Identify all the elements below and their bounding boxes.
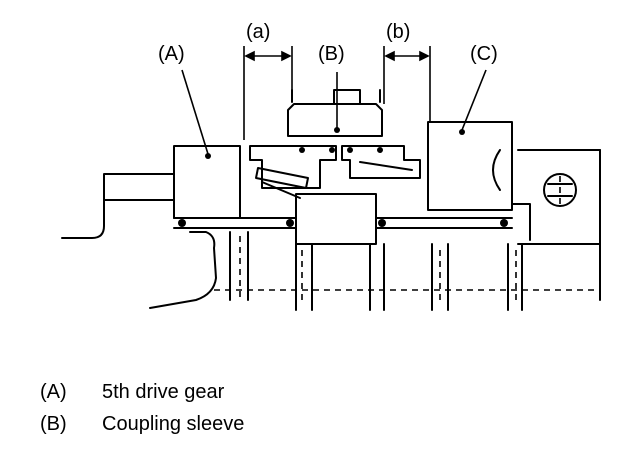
dimension-a-label: (a) <box>246 21 270 43</box>
synchro-teeth-right <box>341 145 421 179</box>
synchro-teeth-left <box>249 145 337 189</box>
callout-b-label: (B) <box>318 43 345 65</box>
legend-item: (A) 5th drive gear <box>40 376 244 408</box>
lower-housing <box>229 231 249 301</box>
dimension-b-label: (b) <box>386 21 410 43</box>
legend-item: (B) Coupling sleeve <box>40 408 244 440</box>
legend: (A) 5th drive gear (B) Coupling sleeve <box>40 376 244 440</box>
legend-text: Coupling sleeve <box>102 413 245 435</box>
left-shaft <box>61 173 175 239</box>
gear-c-body <box>427 121 513 211</box>
callout-a-label: (A) <box>158 43 185 65</box>
legend-text: 5th drive gear <box>102 381 225 403</box>
callout-c-label: (C) <box>470 43 498 65</box>
legend-key: (B) <box>40 413 67 435</box>
leader-c <box>461 69 487 131</box>
coupling-sleeve <box>287 103 383 137</box>
leader-a <box>181 69 209 155</box>
shaft-screw-head <box>543 173 577 207</box>
hub-body <box>295 193 377 245</box>
legend-key: (A) <box>40 381 67 403</box>
